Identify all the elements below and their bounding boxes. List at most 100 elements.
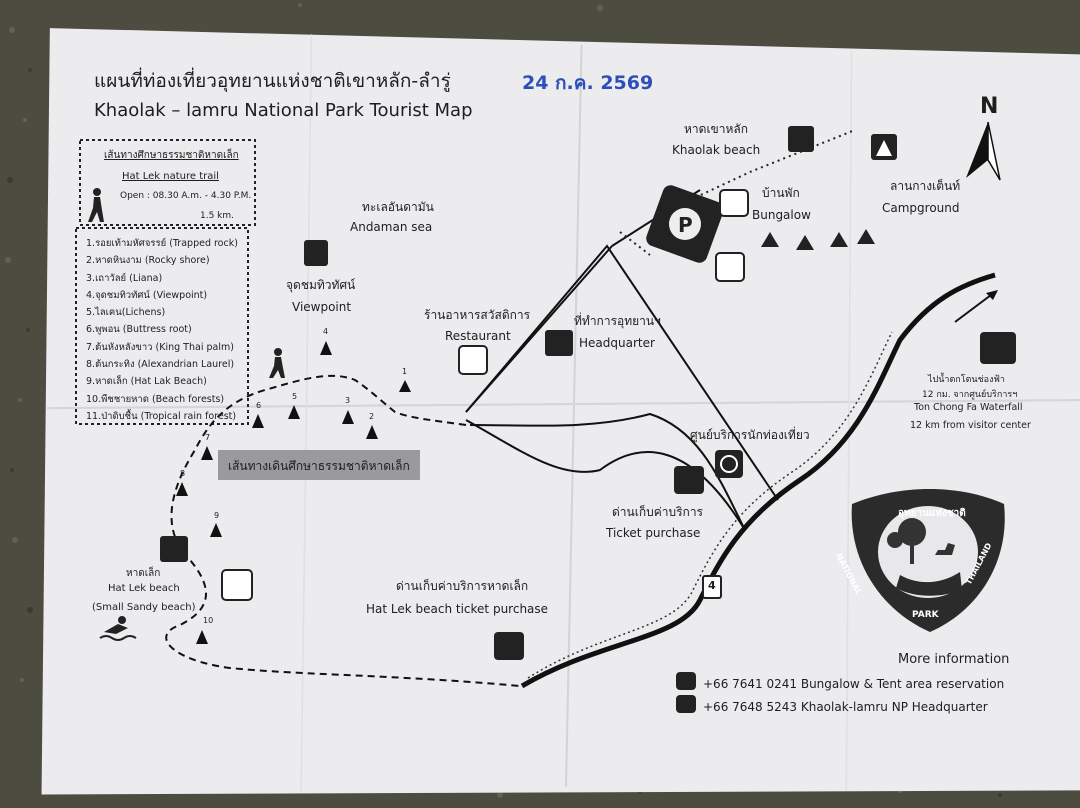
svg-text:P: P <box>678 213 693 237</box>
phone-icon <box>676 672 696 690</box>
legend-list: 1.รอยเท้ามหัศจรรย์ (Trapped rock) 2.หาดห… <box>86 236 246 426</box>
visitor-center-icon <box>715 450 743 478</box>
nature-trail-path <box>165 374 521 687</box>
legend-box <box>75 227 249 425</box>
hatlek-sub-label: (Small Sandy beach) <box>92 602 196 613</box>
viewpoint-icon <box>304 240 328 266</box>
north-arrow-icon <box>966 122 988 178</box>
viewpoint-thai-label: จุดชมทิวทัศน์ <box>286 278 356 292</box>
hatlek-en-label: Hat Lek beach <box>108 583 180 594</box>
legend-item: 3.เถาวัลย์ (Liana) <box>86 272 163 284</box>
legend-item: 10.พืชชายหาด (Beach forests) <box>86 393 225 405</box>
trail-point-number: 2 <box>369 412 375 421</box>
toilet-icon-2 <box>221 569 253 601</box>
title-thai: แผนที่ท่องเที่ยวอุทยานแห่งชาติเขาหลัก-ลำ… <box>94 70 451 92</box>
viewpoint-en-label: Viewpoint <box>292 300 352 314</box>
andaman-thai-label: ทะเลอันดามัน <box>362 200 434 214</box>
parking-dotted-line <box>619 231 651 256</box>
restaurant-thai-label: ร้านอาหารสวัสดิการ <box>424 308 531 322</box>
waterfall-thai-1: ไปน้ำตกโตนช่องฟ้า <box>928 375 1005 385</box>
ticket-en-label: Ticket purchase <box>606 526 701 540</box>
phone-icon-2 <box>676 695 696 713</box>
national-park-emblem <box>851 489 1005 632</box>
trail-point-number: 4 <box>323 327 329 336</box>
trail-point-number: 1 <box>402 367 408 376</box>
legend-item: 5.ไลเคน(Lichens) <box>86 307 166 319</box>
toilet-icon <box>715 252 745 282</box>
visitor-center-thai-label: ศูนย์บริการนักท่องเที่ยว <box>690 428 810 442</box>
restaurant-en-label: Restaurant <box>445 329 511 343</box>
road-sign <box>702 575 722 599</box>
more-info-heading: More information <box>898 652 1010 667</box>
restaurant-icon <box>458 345 488 375</box>
phone-line-2: +66 7648 5243 Khaolak-lamru NP Headquart… <box>703 700 988 714</box>
andaman-en-label: Andaman sea <box>350 220 433 234</box>
trail-point-number: 8 <box>180 469 186 478</box>
campground-en-label: Campground <box>882 201 960 215</box>
legend-item: 7.ต้นหังหลังขาว (King Thai palm) <box>86 341 234 353</box>
title-english: Khaolak – lamru National Park Tourist Ma… <box>94 100 473 121</box>
khaolak-beach-thai-label: หาดเขาหลัก <box>684 122 749 136</box>
trail-point-number: 7 <box>205 433 211 442</box>
legend-item: 6.พูพอน (Buttress root) <box>86 324 192 336</box>
legend-item: 9.หาดเล็ก (Hat Lak Beach) <box>86 376 207 388</box>
trail-point-triangles <box>176 341 411 644</box>
ticket-booth-icon-2 <box>494 632 524 660</box>
trail-point-number: 10 <box>203 616 214 625</box>
internal-road-1 <box>465 244 779 501</box>
legend-item: 1.รอยเท้ามหัศจรรย์ (Trapped rock) <box>86 238 238 249</box>
bungalow-thai-label: บ้านพัก <box>762 186 800 200</box>
swimmer-icon <box>99 616 137 641</box>
trail-point-number: 5 <box>292 392 298 401</box>
main-road-dots <box>527 331 893 679</box>
hatlek-ticket-en-label: Hat Lek beach ticket purchase <box>366 602 549 616</box>
trail-map-label: เส้นทางเดินศึกษาธรรมชาติหาดเล็ก <box>228 459 410 473</box>
bungalow-icon <box>719 189 749 217</box>
waterfall-thai-2: 12 กม. จากศูนย์บริการฯ <box>922 390 1018 400</box>
internal-road-4 <box>469 412 746 531</box>
waterfall-en-2: 12 km from visitor center <box>910 420 1031 431</box>
trail-box-distance: 1.5 km. <box>200 211 235 221</box>
trail-box-hours: Open : 08.30 A.m. - 4.30 P.M. <box>120 191 252 201</box>
legend-item: 4.จุดชมทิวทัศน์ (Viewpoint) <box>86 289 208 301</box>
hatlek-thai-label: หาดเล็ก <box>126 568 161 579</box>
trail-info-box <box>79 139 256 226</box>
internal-road-2 <box>465 245 613 413</box>
emblem-top-text: อุทยานแห่งชาติ <box>898 508 966 519</box>
main-road <box>520 272 996 689</box>
legend-item: 11.ป่าดิบชื้น (Tropical rain forest) <box>86 410 237 422</box>
ticket-booth-icon <box>674 466 704 494</box>
trail-point-number: 9 <box>214 511 220 520</box>
trail-point-number: 6 <box>256 401 262 410</box>
beach-icon <box>788 126 814 152</box>
trail-point-number: 3 <box>345 396 351 405</box>
waterfall-icon <box>980 332 1016 364</box>
hiker-icon-2 <box>269 348 285 378</box>
emblem-bottom-text: PARK <box>912 610 939 620</box>
date-stamp: 24 ก.ค. 2569 <box>522 72 654 94</box>
road-number: 4 <box>708 579 716 592</box>
trail-label-band <box>218 450 420 480</box>
phone-line-1: +66 7641 0241 Bungalow & Tent area reser… <box>703 677 1005 691</box>
bungalow-en-label: Bungalow <box>752 208 811 222</box>
khaolak-beach-en-label: Khaolak beach <box>672 143 761 157</box>
north-label: N <box>980 94 999 119</box>
legend-item: 2.หาดหินงาม (Rocky shore) <box>86 255 210 267</box>
waterfall-en-1: Ton Chong Fa Waterfall <box>914 402 1023 413</box>
trail-box-english-title: Hat Lek nature trail <box>122 171 219 182</box>
hq-en-label: Headquarter <box>579 336 655 350</box>
headquarter-icon <box>545 330 573 356</box>
hq-thai-label: ที่ทำการอุทยานฯ <box>574 314 661 328</box>
hiker-icon <box>88 188 104 222</box>
hatlek-ticket-thai-label: ด่านเก็บค่าบริการหาดเล็ก <box>396 579 529 593</box>
beach-icon-2 <box>160 536 188 562</box>
beach-dotted-line <box>689 129 856 201</box>
legend-item: 8.ต้นกระทิง (Alexandrian Laurel) <box>86 359 235 371</box>
campground-thai-label: ลานกางเต็นท์ <box>890 179 961 193</box>
icon-squares <box>160 126 1016 713</box>
ticket-thai-label: ด่านเก็บค่าบริการ <box>612 505 703 519</box>
trail-box-thai-title: เส้นทางศึกษาธรรมชาติหาดเล็ก <box>104 150 239 161</box>
bungalow-houses <box>761 229 875 250</box>
parking-icon: P <box>646 185 724 263</box>
